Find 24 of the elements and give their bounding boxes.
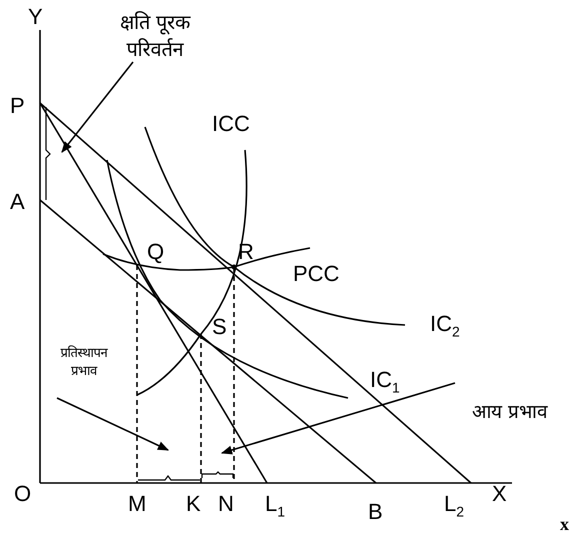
point-label: O: [14, 482, 32, 506]
point-label: K: [186, 492, 201, 516]
point-label: M: [128, 492, 146, 516]
point-label: Q: [147, 240, 164, 264]
point-label: IC$_{2}$: [430, 312, 460, 342]
annotation-text: आय प्रभाव: [455, 398, 565, 424]
leader-arrow: [220, 382, 456, 454]
point-label: L$_{1}$: [265, 492, 286, 522]
point-label: N: [218, 492, 234, 516]
point-label: X: [492, 482, 507, 506]
point-label: x: [560, 513, 569, 536]
point-label: P: [10, 94, 25, 118]
point-label: PCC: [293, 262, 340, 286]
point-label: A: [10, 190, 25, 214]
leader-arrow: [56, 397, 170, 451]
annotation-text: प्रतिस्थापन प्रभाव: [48, 343, 120, 379]
point-label: S: [212, 315, 227, 339]
point-label: Y: [28, 5, 43, 29]
annotation-text: क्षति पूरक परिवर्तन: [95, 8, 215, 62]
leader-arrow: [61, 62, 134, 153]
point-label: L$_{2}$: [444, 492, 464, 522]
point-label: B: [368, 500, 383, 524]
point-label: IC$_{1}$: [370, 368, 400, 398]
point-label: ICC: [212, 112, 250, 136]
